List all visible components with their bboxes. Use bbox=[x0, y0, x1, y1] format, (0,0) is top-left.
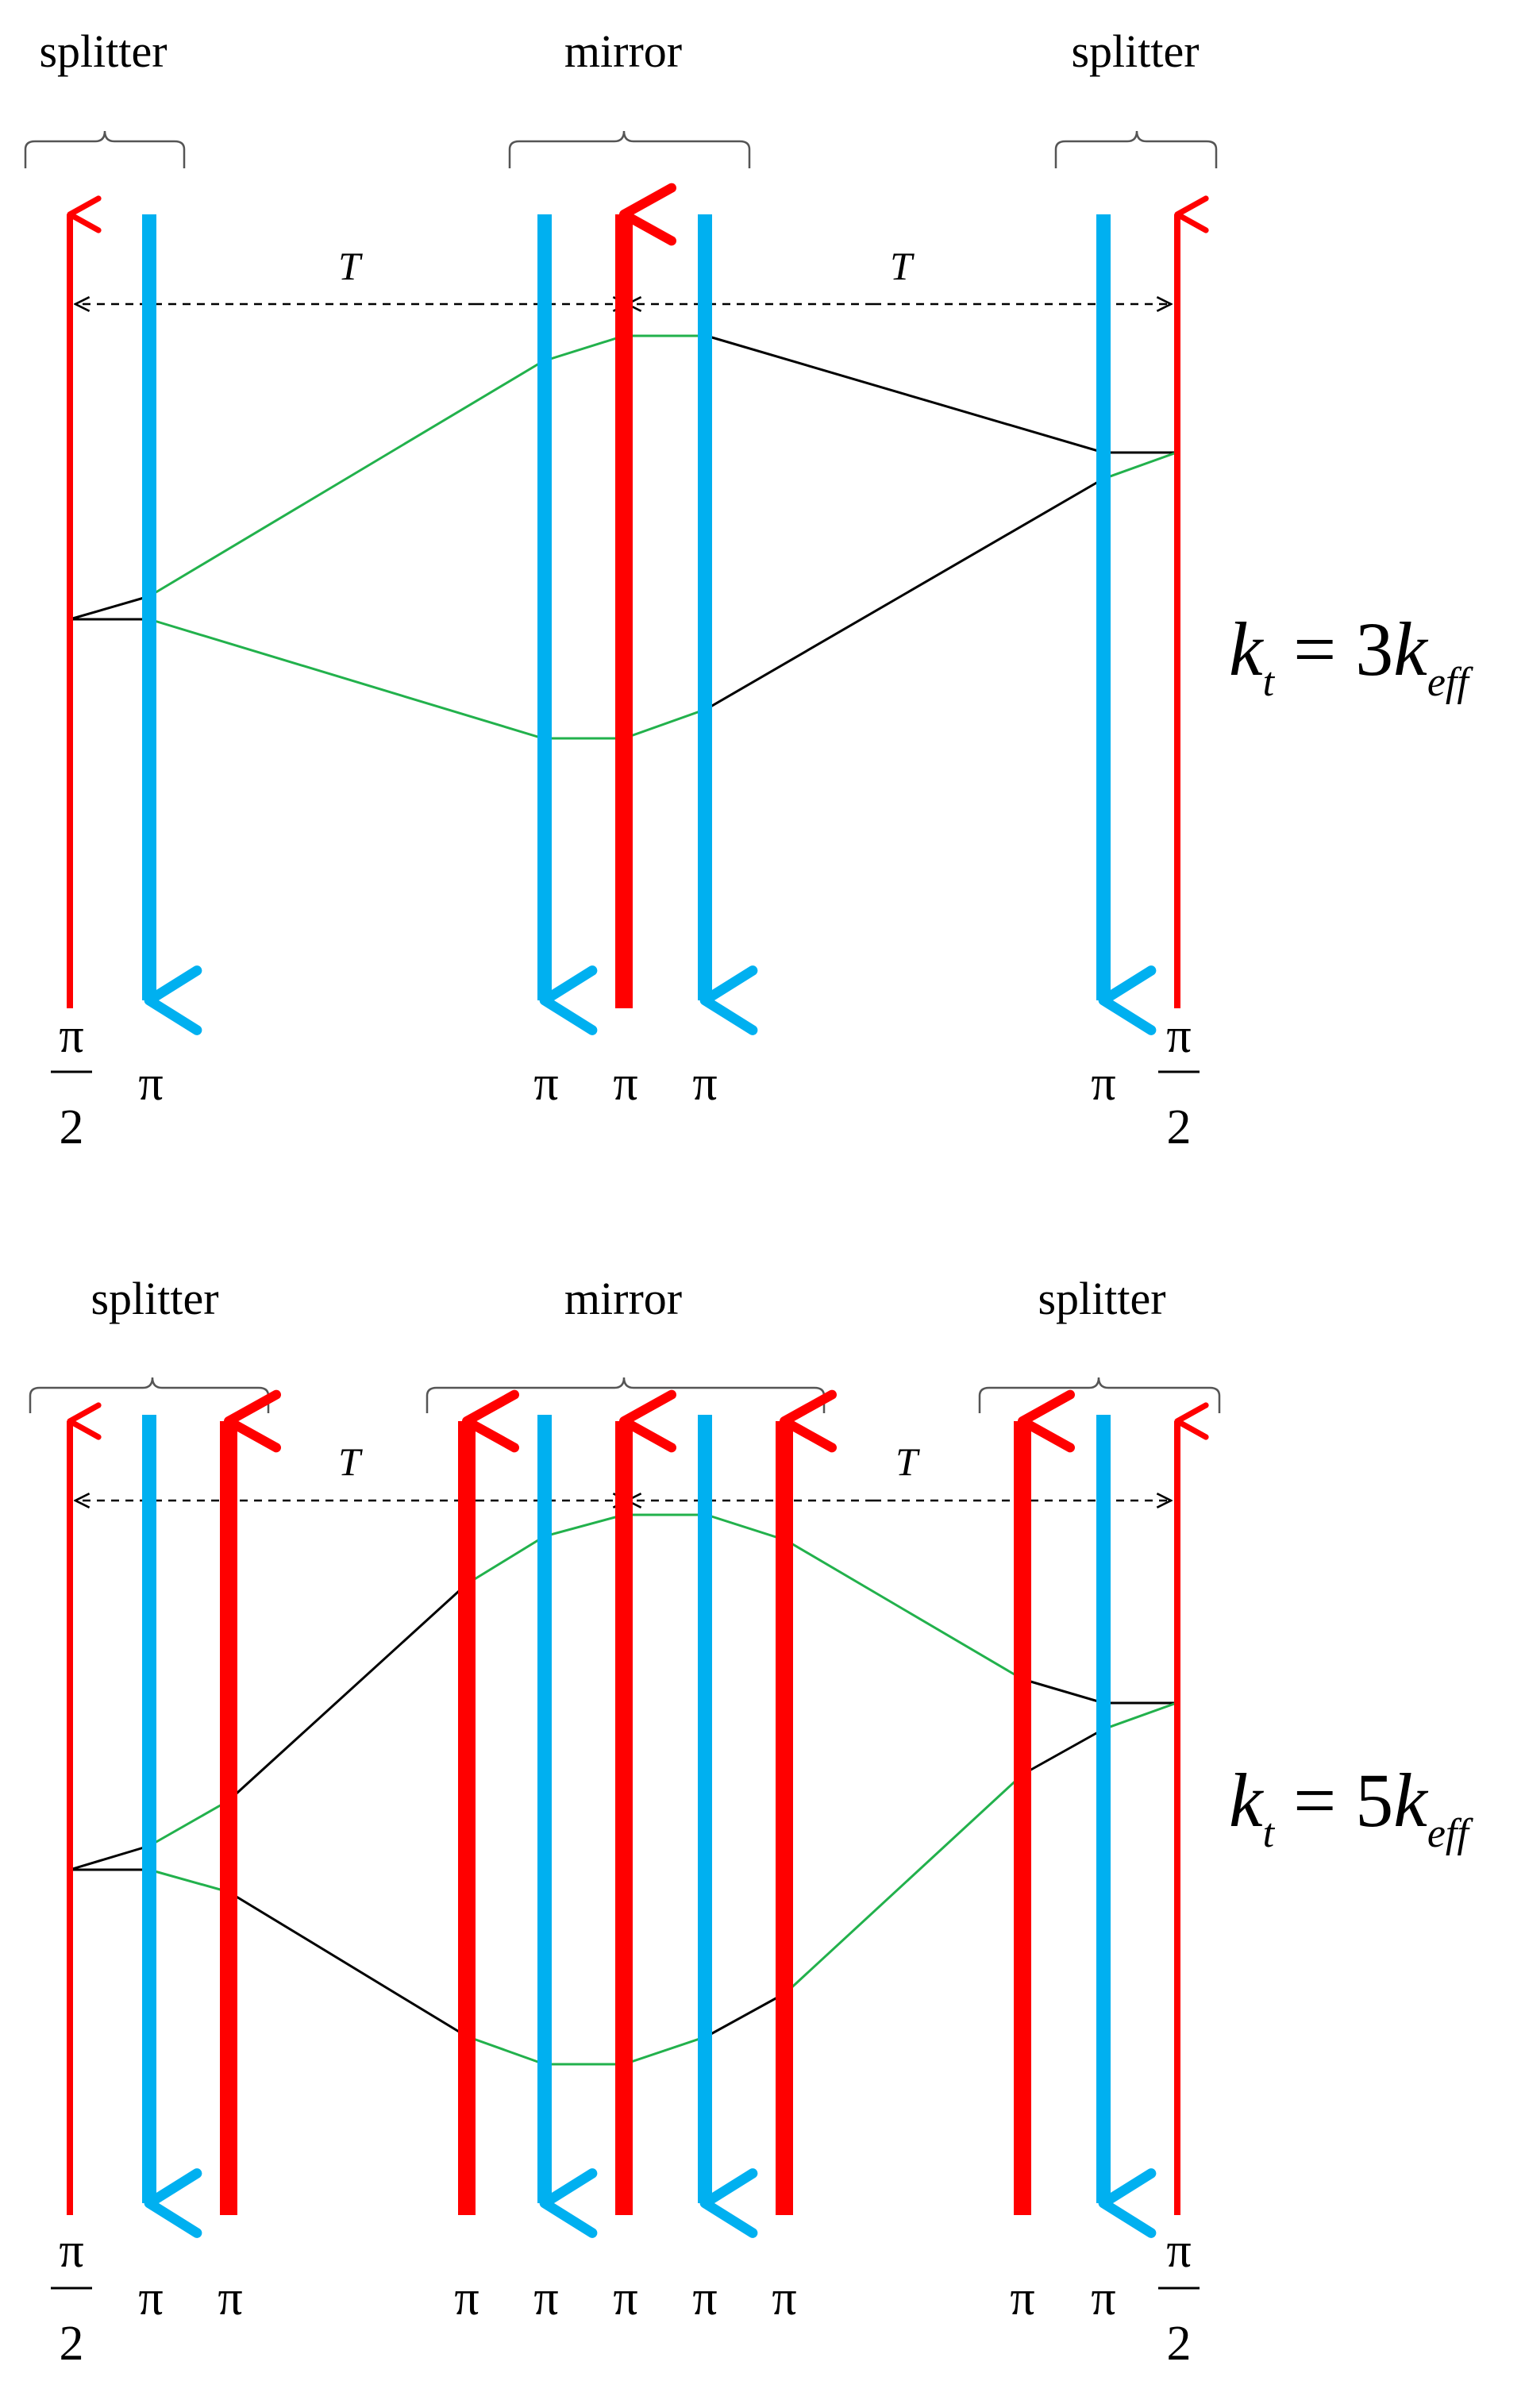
eq-rhs: = 5 bbox=[1274, 1758, 1393, 1843]
momentum-equation: kt = 5keff bbox=[1229, 1758, 1473, 1856]
pulse-label-pi-half: π 2 bbox=[1158, 1009, 1200, 1154]
path-upper-4 bbox=[466, 1513, 1023, 1681]
pulse-label-pi: π bbox=[692, 1057, 717, 1111]
pulse-label-pi: π bbox=[533, 2271, 558, 2325]
splitter-left-bracket bbox=[29, 1377, 270, 1413]
pi-symbol: π bbox=[1166, 1009, 1191, 1063]
path-lower-7 bbox=[1022, 1728, 1104, 1776]
pulse-label-pi-half: π 2 bbox=[1158, 2224, 1200, 2371]
eq-rhs-k: k bbox=[1393, 607, 1429, 692]
path-upper-2 bbox=[148, 1799, 229, 1847]
pulse-label-pi: π bbox=[533, 1057, 558, 1111]
pulse-label-pi: π bbox=[454, 2271, 479, 2325]
eq-k: k bbox=[1229, 607, 1265, 692]
time-label-left: T bbox=[338, 1439, 363, 1484]
path-lower-5 bbox=[706, 1991, 787, 2038]
pulse-label-pi: π bbox=[613, 2271, 637, 2325]
mirror-bracket bbox=[426, 1377, 826, 1413]
mirror-label: mirror bbox=[564, 25, 682, 77]
pi-symbol: π bbox=[59, 2224, 83, 2278]
mirror-label: mirror bbox=[564, 1273, 682, 1324]
path-lower-right bbox=[706, 477, 1104, 711]
splitter-right-label: splitter bbox=[1071, 25, 1199, 77]
pulse-label-pi: π bbox=[138, 2271, 163, 2325]
splitter-left-label: splitter bbox=[90, 1273, 218, 1324]
panel-2: splitter mirror splitter T T bbox=[29, 1273, 1473, 2371]
two-symbol: 2 bbox=[1167, 2317, 1192, 2371]
eq-rhs-sub: eff bbox=[1427, 660, 1474, 705]
pulse-label-pi: π bbox=[613, 1057, 637, 1111]
pulse-label-pi: π bbox=[1091, 2271, 1115, 2325]
path-upper-1 bbox=[69, 1844, 150, 1871]
path-lower-8 bbox=[1103, 1701, 1177, 1731]
time-label-right: T bbox=[890, 244, 915, 288]
pulse-label-pi: π bbox=[772, 2271, 796, 2325]
eq-rhs-sub: eff bbox=[1427, 1811, 1474, 1856]
pulse-label-pi-half: π 2 bbox=[51, 1009, 92, 1154]
path-upper-left bbox=[69, 595, 150, 621]
pulse-label-pi: π bbox=[218, 2271, 242, 2325]
path-lower-6 bbox=[784, 1773, 1024, 1994]
path-lower-4 bbox=[466, 2035, 707, 2066]
path-lower-2 bbox=[148, 1868, 229, 1894]
eq-rhs: = 3 bbox=[1274, 607, 1393, 692]
pulse-label-pi: π bbox=[692, 2271, 717, 2325]
panel-1: splitter mirror splitter T T π bbox=[24, 25, 1473, 1154]
path-upper-3 bbox=[227, 1582, 468, 1802]
splitter-left-bracket bbox=[24, 130, 186, 168]
pi-symbol: π bbox=[59, 1009, 83, 1063]
time-label-right: T bbox=[895, 1439, 920, 1484]
splitter-right-label: splitter bbox=[1038, 1273, 1165, 1324]
eq-rhs-k: k bbox=[1393, 1758, 1429, 1843]
two-symbol: 2 bbox=[60, 1100, 84, 1154]
pulse-label-pi: π bbox=[1091, 1057, 1115, 1111]
path-upper-mid bbox=[148, 334, 707, 598]
mirror-bracket bbox=[508, 130, 751, 168]
pulse-label-pi-half: π 2 bbox=[51, 2224, 92, 2371]
path-lower-mid bbox=[148, 618, 707, 740]
splitter-left-label: splitter bbox=[39, 25, 167, 77]
pulse-label-pi: π bbox=[1010, 2271, 1034, 2325]
time-label-left: T bbox=[338, 244, 363, 288]
pi-symbol: π bbox=[1166, 2224, 1191, 2278]
eq-k: k bbox=[1229, 1758, 1265, 1843]
splitter-right-bracket bbox=[1054, 130, 1218, 168]
pulse-label-pi: π bbox=[138, 1057, 163, 1111]
eq-k-sub: t bbox=[1263, 660, 1276, 705]
two-symbol: 2 bbox=[60, 2317, 84, 2371]
eq-k-sub: t bbox=[1263, 1811, 1276, 1856]
path-lower-end bbox=[1103, 451, 1177, 480]
momentum-equation: kt = 3keff bbox=[1229, 607, 1473, 705]
path-lower-3 bbox=[228, 1890, 468, 2038]
splitter-right-bracket bbox=[978, 1377, 1221, 1413]
two-symbol: 2 bbox=[1167, 1100, 1192, 1154]
